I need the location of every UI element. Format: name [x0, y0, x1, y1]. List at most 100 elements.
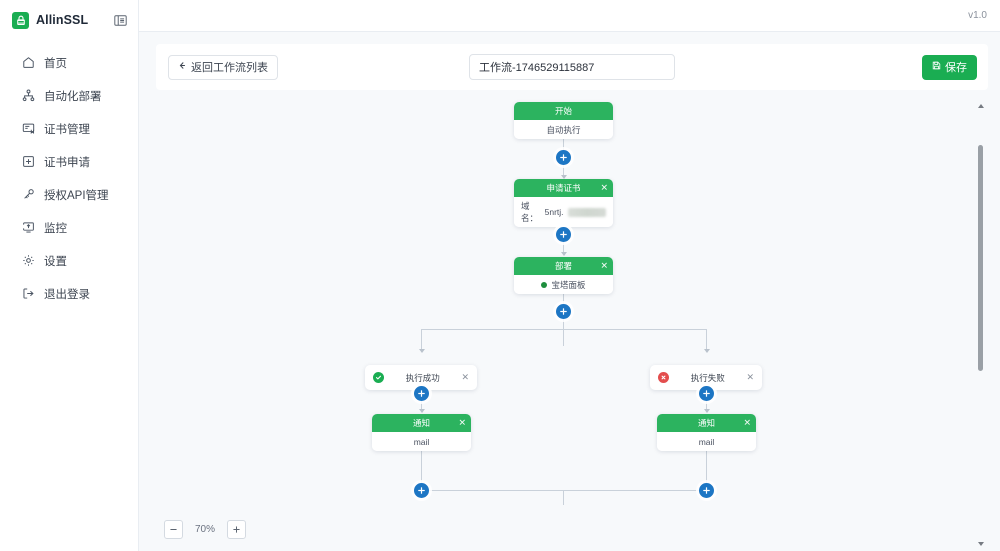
node-title: 通知 — [697, 418, 715, 428]
top-bar: v1.0 — [139, 0, 1000, 32]
sitemap-icon — [21, 89, 35, 103]
toolbar-container: 返回工作流列表 保存 — [139, 32, 1000, 90]
branch-label: 执行失败 — [690, 372, 725, 383]
sidebar-item-monitor[interactable]: 监控 — [0, 211, 138, 244]
scroll-down-arrow-icon[interactable] — [974, 537, 987, 550]
flow-graph: 开始 自动执行 申请证 — [156, 98, 988, 551]
add-node-button[interactable] — [414, 483, 429, 498]
add-node-button[interactable] — [556, 227, 571, 242]
sidebar-item-label: 首页 — [44, 57, 67, 70]
redacted-domain-value — [567, 207, 606, 217]
home-icon — [21, 56, 35, 70]
node-header[interactable]: 部署 ✕ — [514, 257, 613, 275]
sidebar-item-label: 监控 — [44, 222, 67, 235]
close-icon[interactable]: ✕ — [458, 417, 466, 428]
node-title: 开始 — [554, 106, 572, 116]
connector-arrow — [560, 252, 567, 256]
logout-icon — [21, 287, 35, 301]
flow-node-branch-success[interactable]: 执行成功 ✕ — [365, 365, 477, 390]
node-body[interactable]: 域名： 5nrtj. — [514, 197, 613, 227]
connector-line — [563, 490, 564, 505]
zoom-in-button[interactable] — [227, 520, 246, 539]
sidebar-item-api-auth[interactable]: 授权API管理 — [0, 178, 138, 211]
node-body[interactable]: 宝塔面板 — [514, 275, 613, 294]
flow-node-apply-certificate[interactable]: 申请证书 ✕ 域名： 5nrtj. — [514, 179, 613, 227]
connector-line — [563, 294, 564, 346]
node-title: 通知 — [412, 418, 430, 428]
success-check-icon — [373, 372, 384, 383]
add-node-button[interactable] — [699, 386, 714, 401]
save-button[interactable]: 保存 — [922, 54, 977, 80]
node-body[interactable]: 自动执行 — [514, 120, 613, 139]
sidebar-nav: 首页 自动化部署 — [0, 40, 138, 310]
flow-node-start[interactable]: 开始 自动执行 — [514, 102, 613, 139]
node-subtitle-value: 5nrtj. — [544, 207, 564, 217]
canvas-container: 开始 自动执行 申请证 — [139, 90, 1000, 551]
sidebar-item-auto-deploy[interactable]: 自动化部署 — [0, 79, 138, 112]
node-header[interactable]: 通知 ✕ — [372, 414, 471, 432]
node-header[interactable]: 通知 ✕ — [657, 414, 756, 432]
certificate-icon — [21, 122, 35, 136]
zoom-level-label: 70% — [194, 524, 215, 535]
flow-node-branch-fail[interactable]: 执行失败 ✕ — [650, 365, 762, 390]
node-subtitle: 自动执行 — [546, 124, 581, 135]
zoom-controls: 70% — [164, 520, 246, 539]
node-body[interactable]: mail — [657, 432, 756, 451]
sidebar-item-logout[interactable]: 退出登录 — [0, 277, 138, 310]
main-area: v1.0 返回工作流列表 — [139, 0, 1000, 551]
workflow-canvas[interactable]: 开始 自动执行 申请证 — [156, 98, 988, 551]
gear-icon — [21, 254, 35, 268]
workflow-name-input[interactable] — [469, 54, 675, 80]
connector-line — [421, 329, 706, 330]
add-node-button[interactable] — [556, 304, 571, 319]
connector-line — [706, 449, 707, 490]
sidebar-collapse-icon[interactable] — [112, 12, 128, 28]
close-icon[interactable]: ✕ — [743, 417, 751, 428]
error-cross-icon — [658, 372, 669, 383]
sidebar-item-label: 设置 — [44, 255, 67, 268]
add-node-button[interactable] — [414, 386, 429, 401]
scrollbar-thumb[interactable] — [978, 145, 983, 371]
zoom-out-button[interactable] — [164, 520, 183, 539]
connector-arrow — [703, 409, 710, 413]
connector-line — [706, 329, 707, 352]
scroll-up-arrow-icon[interactable] — [974, 99, 987, 112]
flow-node-notify-success[interactable]: 通知 ✕ mail — [372, 414, 471, 451]
brand-header: AllinSSL — [0, 0, 138, 40]
plus-square-icon — [21, 155, 35, 169]
arrow-left-icon — [178, 61, 187, 73]
save-disk-icon — [932, 61, 941, 73]
node-subtitle-prefix: 域名： — [521, 201, 539, 223]
flow-node-notify-fail[interactable]: 通知 ✕ mail — [657, 414, 756, 451]
sidebar-item-label: 退出登录 — [44, 288, 90, 301]
add-node-button[interactable] — [556, 150, 571, 165]
save-button-label: 保存 — [945, 62, 967, 74]
close-icon[interactable]: ✕ — [461, 372, 469, 382]
node-subtitle: 宝塔面板 — [551, 279, 586, 290]
sidebar-item-cert-apply[interactable]: 证书申请 — [0, 145, 138, 178]
back-to-workflow-list-button[interactable]: 返回工作流列表 — [168, 54, 278, 80]
connector-line — [421, 449, 422, 490]
sidebar-item-settings[interactable]: 设置 — [0, 244, 138, 277]
node-title: 部署 — [554, 261, 572, 271]
sidebar-item-label: 证书申请 — [44, 156, 90, 169]
connector-arrow — [703, 349, 710, 353]
close-icon[interactable]: ✕ — [600, 182, 608, 193]
node-subtitle: mail — [698, 436, 715, 447]
add-node-button[interactable] — [699, 483, 714, 498]
flow-node-deploy[interactable]: 部署 ✕ 宝塔面板 — [514, 257, 613, 294]
back-button-label: 返回工作流列表 — [191, 62, 268, 74]
node-body[interactable]: mail — [372, 432, 471, 451]
version-label: v1.0 — [968, 10, 987, 21]
workflow-toolbar: 返回工作流列表 保存 — [156, 44, 988, 90]
close-icon[interactable]: ✕ — [600, 260, 608, 271]
connector-line — [421, 329, 422, 352]
connector-arrow — [418, 409, 425, 413]
close-icon[interactable]: ✕ — [746, 372, 754, 382]
node-header[interactable]: 申请证书 ✕ — [514, 179, 613, 197]
node-header[interactable]: 开始 — [514, 102, 613, 120]
canvas-scrollbar[interactable] — [974, 98, 987, 551]
sidebar-item-cert-manage[interactable]: 证书管理 — [0, 112, 138, 145]
sidebar-item-home[interactable]: 首页 — [0, 46, 138, 79]
